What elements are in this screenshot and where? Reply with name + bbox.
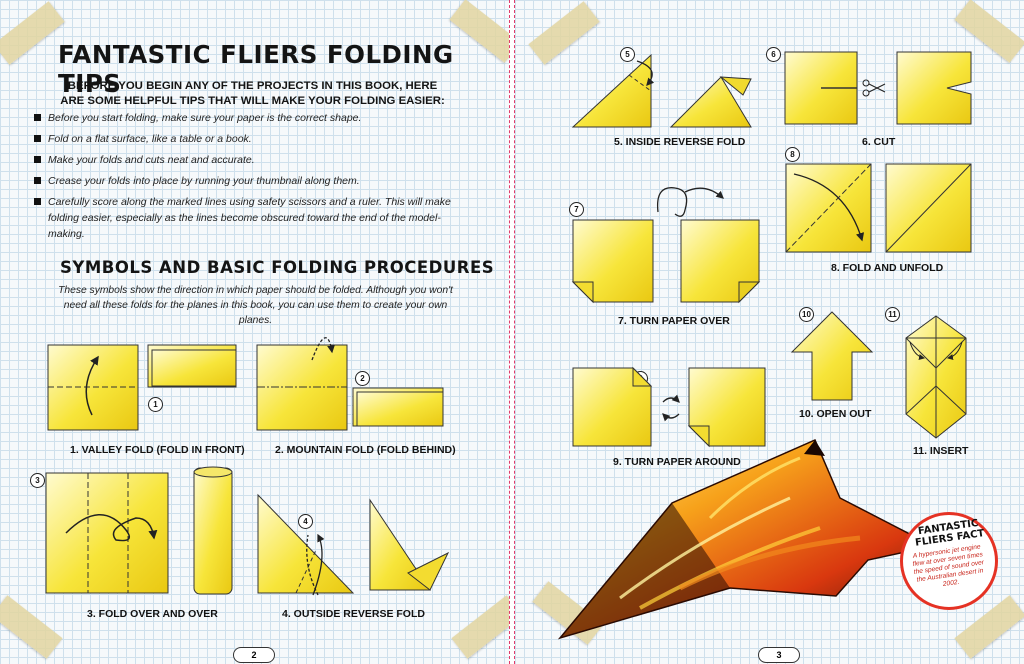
turn-paper-over-diagram <box>571 187 761 304</box>
step-number-badge: 5 <box>620 47 635 62</box>
tape-bottom-right <box>451 595 509 659</box>
tip-text: Make your folds and cuts neat and accura… <box>48 154 255 166</box>
fold-over-and-over-diagram <box>45 466 233 595</box>
step-caption: 6. CUT <box>862 136 896 148</box>
step-number-badge: 11 <box>885 307 900 322</box>
fact-text: A hypersonic jet engine flew at over sev… <box>912 543 985 588</box>
step-caption: 11. INSERT <box>913 445 969 457</box>
page-number: 2 <box>233 647 275 663</box>
tip-item: Carefully score along the marked lines u… <box>34 194 468 242</box>
section-intro: These symbols show the direction in whic… <box>58 285 453 326</box>
insert-diagram <box>905 315 967 439</box>
page-number: 3 <box>758 647 800 663</box>
open-out-diagram <box>790 311 874 401</box>
intro-text: BEFORE YOU BEGIN ANY OF THE PROJECTS IN … <box>60 80 445 107</box>
left-page: FANTASTIC FLIERS FOLDING TIPS BEFORE YOU… <box>0 0 509 664</box>
mountain-fold-diagram <box>256 337 444 431</box>
section-title: SYMBOLS AND BASIC FOLDING PROCEDURES <box>60 258 495 277</box>
tape-bottom-left <box>0 595 63 659</box>
fold-and-unfold-diagram <box>785 163 972 253</box>
step-caption: 7. TURN PAPER OVER <box>618 315 730 327</box>
step-caption: 2. MOUNTAIN FOLD (FOLD BEHIND) <box>275 444 456 456</box>
step-number-badge: 6 <box>766 47 781 62</box>
outside-reverse-fold-diagram <box>257 493 450 596</box>
step-caption: 4. OUTSIDE REVERSE FOLD <box>282 608 425 620</box>
tip-item: Fold on a flat surface, like a table or … <box>34 131 468 147</box>
page-title: FANTASTIC FLIERS FOLDING TIPS <box>58 40 454 98</box>
step-number-badge: 2 <box>355 371 370 386</box>
step-caption: 3. FOLD OVER AND OVER <box>87 608 218 620</box>
fact-badge: FANTASTIC FLIERS FACT A hypersonic jet e… <box>900 512 998 610</box>
step-caption: 9. TURN PAPER AROUND <box>613 456 741 468</box>
page-gutter <box>509 0 515 664</box>
step-caption: 1. VALLEY FOLD (FOLD IN FRONT) <box>70 444 245 456</box>
bullet-square-icon <box>34 156 41 163</box>
bullet-square-icon <box>34 198 41 205</box>
step-number-badge: 1 <box>148 397 163 412</box>
step-caption: 10. OPEN OUT <box>799 408 872 420</box>
step-number-badge: 4 <box>298 514 313 529</box>
tip-item: Crease your folds into place by running … <box>34 173 468 189</box>
tip-text: Carefully score along the marked lines u… <box>48 196 451 240</box>
tip-text: Crease your folds into place by running … <box>48 175 360 187</box>
step-number-badge: 3 <box>30 473 45 488</box>
cut-diagram <box>784 51 972 125</box>
step-number-badge: 8 <box>785 147 800 162</box>
valley-fold-diagram <box>47 344 237 431</box>
step-caption: 8. FOLD AND UNFOLD <box>831 262 944 274</box>
tape-top-left <box>0 1 65 65</box>
step-number-badge: 7 <box>569 202 584 217</box>
inside-reverse-fold-diagram <box>571 53 752 128</box>
bullet-square-icon <box>34 114 41 121</box>
bullet-square-icon <box>34 177 41 184</box>
turn-paper-around-diagram <box>572 366 766 448</box>
tip-text: Fold on a flat surface, like a table or … <box>48 133 252 145</box>
scissors-icon <box>862 79 886 97</box>
step-number-badge: 10 <box>799 307 814 322</box>
tip-item: Make your folds and cuts neat and accura… <box>34 152 468 168</box>
tip-text: Before you start folding, make sure your… <box>48 112 362 124</box>
right-page: 5 5. INSIDE REVERSE FOLD 6 6. CUT 7 7. T… <box>515 0 1024 664</box>
flame-paper-plane-illustration <box>557 439 936 640</box>
bullet-square-icon <box>34 135 41 142</box>
step-caption: 5. INSIDE REVERSE FOLD <box>614 136 746 148</box>
tip-item: Before you start folding, make sure your… <box>34 110 468 126</box>
